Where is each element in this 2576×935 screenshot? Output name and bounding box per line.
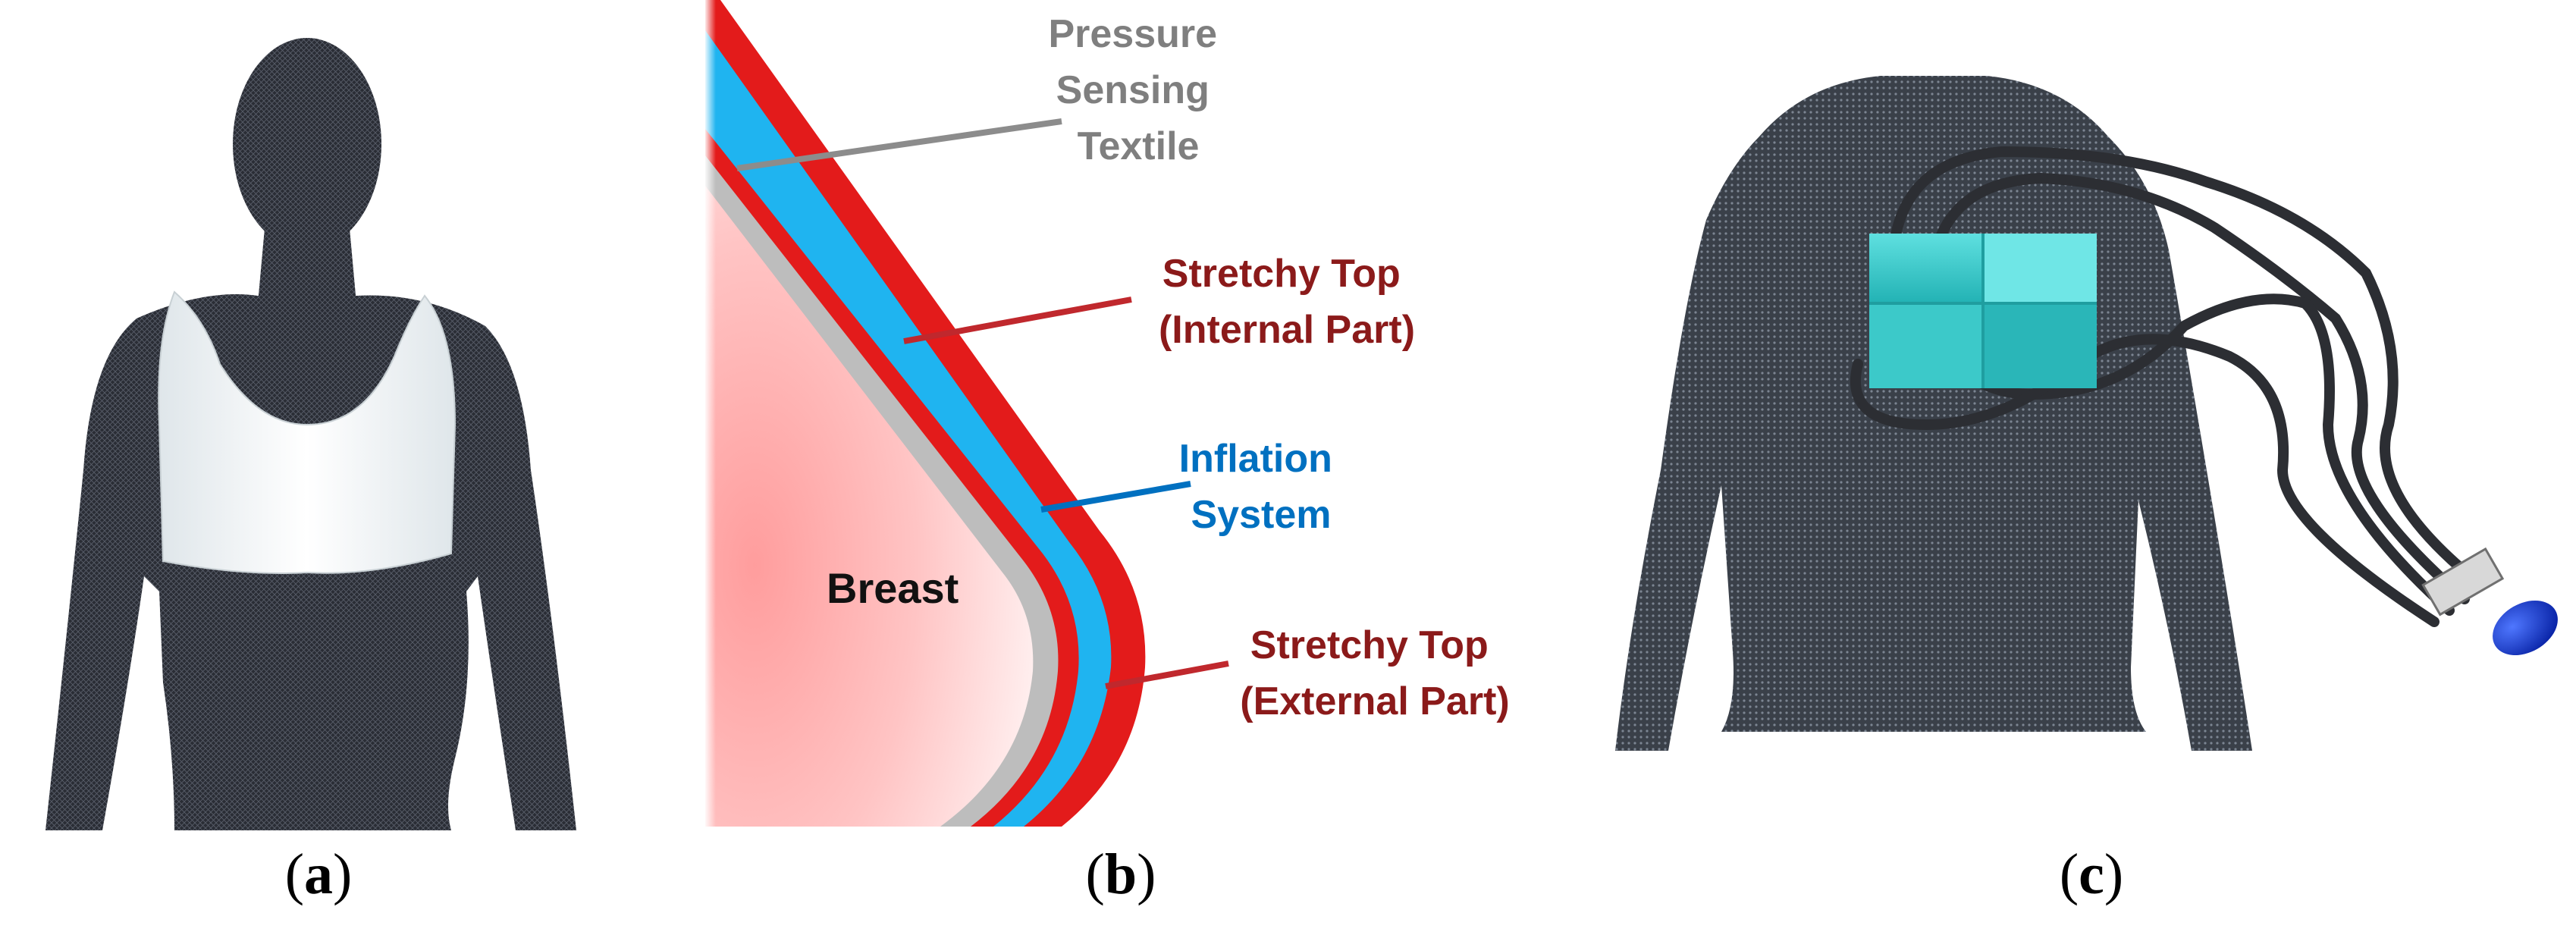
fade-overlay: [705, 0, 811, 827]
stretchy-external-line-2: (External Part): [1240, 679, 1509, 723]
pressure-label-line-2: Sensing: [1056, 68, 1210, 112]
inflation-cells: [1869, 234, 2097, 388]
stretchy-external-leader-line: [1105, 660, 1229, 689]
stretchy-external-label: Stretchy Top (External Part): [1240, 623, 1509, 723]
caption-a-open: (: [284, 842, 304, 906]
inflation-line-1: Inflation: [1179, 437, 1332, 481]
caption-b-letter: b: [1104, 842, 1137, 906]
caption-a-letter: a: [304, 842, 333, 906]
tube-connector: [2421, 547, 2505, 617]
stretchy-internal-line-2: (Internal Part): [1159, 308, 1415, 352]
mannequin-neck: [258, 220, 356, 303]
white-top-garment: [158, 290, 457, 574]
panel-a: [30, 0, 607, 834]
caption-b-open: (: [1085, 842, 1105, 906]
mannequin-head: [233, 38, 381, 250]
stretchy-internal-line-1: Stretchy Top: [1162, 252, 1401, 296]
caption-b: (b): [1045, 842, 1197, 908]
stretchy-external-line-1: Stretchy Top: [1250, 623, 1489, 667]
stretchy-internal-leader-line: [903, 297, 1132, 344]
caption-a-close: ): [333, 842, 353, 906]
caption-c-close: ): [2104, 842, 2124, 906]
panel-c: [1608, 0, 2576, 834]
layer-cross-section-diagram: Pressure Sensing Textile Stretchy Top (I…: [705, 0, 1510, 827]
mannequin-with-top-illustration: [45, 38, 576, 830]
caption-c-letter: c: [2079, 842, 2104, 906]
stretchy-internal-label: Stretchy Top (Internal Part): [1159, 252, 1415, 352]
caption-c: (c): [2016, 842, 2167, 908]
pressure-label: Pressure Sensing Textile: [1048, 12, 1228, 168]
inflation-label: Inflation System: [1179, 437, 1344, 537]
panel-b: Pressure Sensing Textile Stretchy Top (I…: [705, 0, 1547, 834]
inflation-leader-line: [1040, 481, 1191, 513]
caption-b-close: ): [1137, 842, 1156, 906]
caption-c-open: (: [2059, 842, 2079, 906]
pressure-label-line-1: Pressure: [1048, 12, 1217, 56]
pressure-leader-line: [736, 118, 1062, 171]
breast-label: Breast: [827, 564, 959, 612]
inflation-bulb-icon: [2493, 600, 2558, 656]
caption-a: (a): [243, 842, 394, 908]
air-tubes: [1850, 146, 2485, 627]
mannequin-with-inflation-device-illustration: [1615, 76, 2558, 751]
pressure-label-line-3: Textile: [1078, 124, 1200, 168]
inflation-line-2: System: [1191, 493, 1332, 537]
